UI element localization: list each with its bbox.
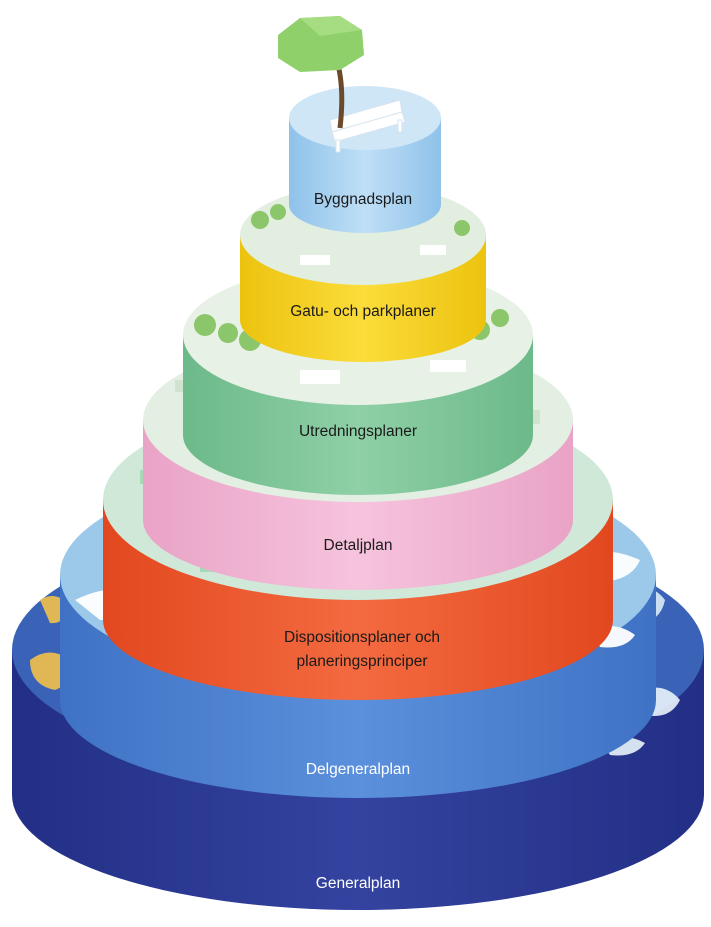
park-bench-icon	[329, 99, 406, 153]
tier-labels: Byggnadsplan Gatu- och parkplaner Utredn…	[284, 191, 440, 892]
label-dispositionsplaner-line2: planeringsprinciper	[297, 653, 428, 670]
label-delgeneralplan: Delgeneralplan	[306, 761, 410, 778]
tier-byggnadsplan	[278, 16, 441, 233]
gatu-side-bottom	[240, 320, 486, 362]
label-detaljplan: Detaljplan	[324, 537, 393, 554]
label-generalplan: Generalplan	[316, 875, 400, 892]
gatu-map-pattern	[251, 204, 470, 265]
label-dispositionsplaner-line1: Dispositionsplaner och	[284, 629, 440, 646]
tree-icon	[278, 16, 364, 129]
label-byggnadsplan: Byggnadsplan	[314, 191, 412, 208]
label-utredningsplaner: Utredningsplaner	[299, 423, 417, 440]
label-gatu-och-parkplaner: Gatu- och parkplaner	[290, 303, 436, 320]
byggnadsplan-side	[289, 118, 441, 233]
